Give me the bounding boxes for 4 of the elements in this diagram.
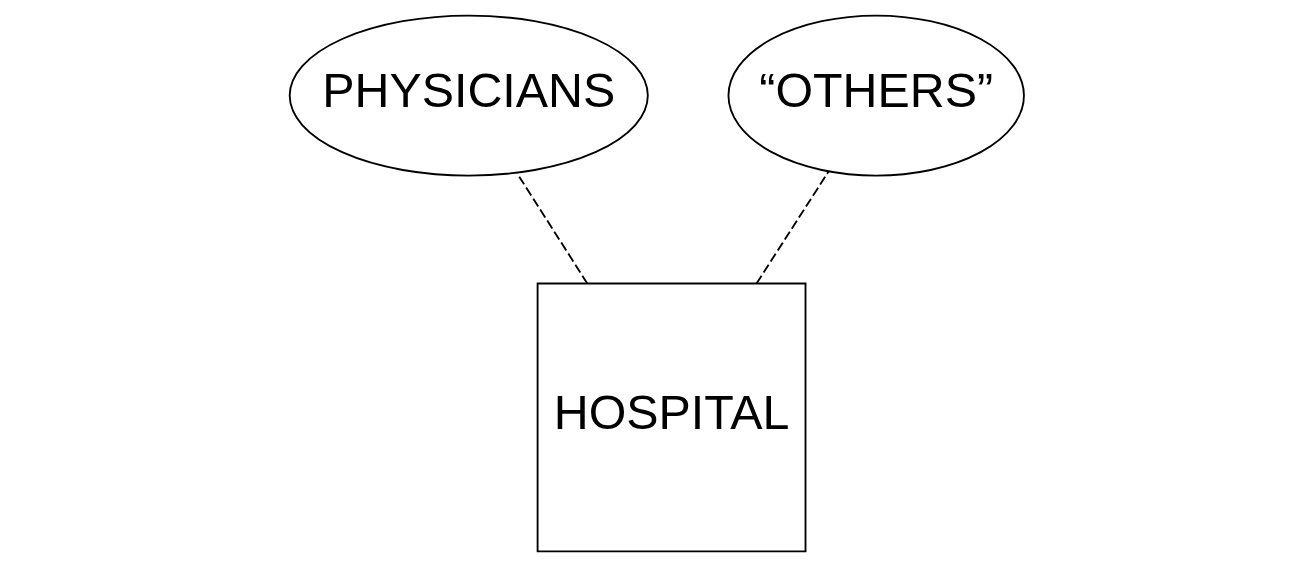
connector [755, 170, 829, 285]
node-ellipse: “OTHERS” [727, 14, 1025, 177]
node-ellipse: PHYSICIANS [288, 14, 649, 177]
node-box: HOSPITAL [536, 282, 806, 553]
